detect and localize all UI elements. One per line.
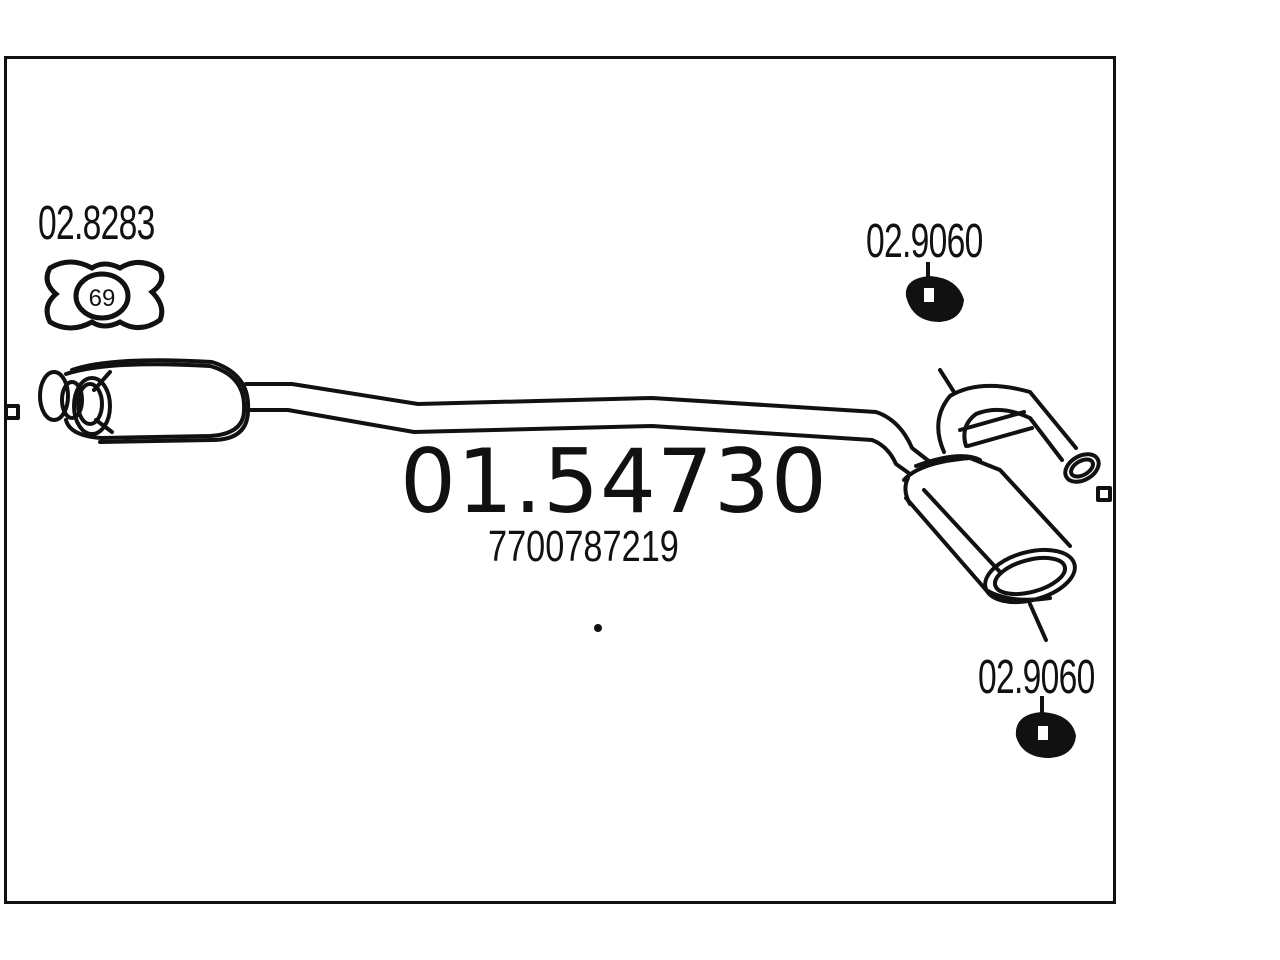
hanger-rod (1028, 602, 1048, 642)
clamp-icon: 69 (44, 259, 165, 331)
front-silencer (38, 358, 251, 444)
diagram-frame (4, 56, 1116, 904)
oem-number: 7700787219 (488, 522, 679, 571)
right-connection-marker (1096, 486, 1112, 502)
clamp-part-number: 02.8283 (38, 197, 155, 250)
tail-pipe (936, 368, 1101, 484)
rubber-mount-icon-lower (1015, 696, 1077, 759)
mount-upper-part-number: 02.9060 (866, 215, 983, 268)
clamp-size-label: 69 (89, 285, 116, 312)
left-connection-marker (4, 404, 20, 420)
dot-mark (594, 624, 602, 632)
mount-lower-part-number: 02.9060 (978, 651, 1095, 704)
middle-pipe (244, 382, 932, 476)
rear-silencer (902, 454, 1077, 605)
main-part-number: 01.54730 (400, 430, 828, 533)
rubber-mount-icon-upper (905, 262, 965, 323)
